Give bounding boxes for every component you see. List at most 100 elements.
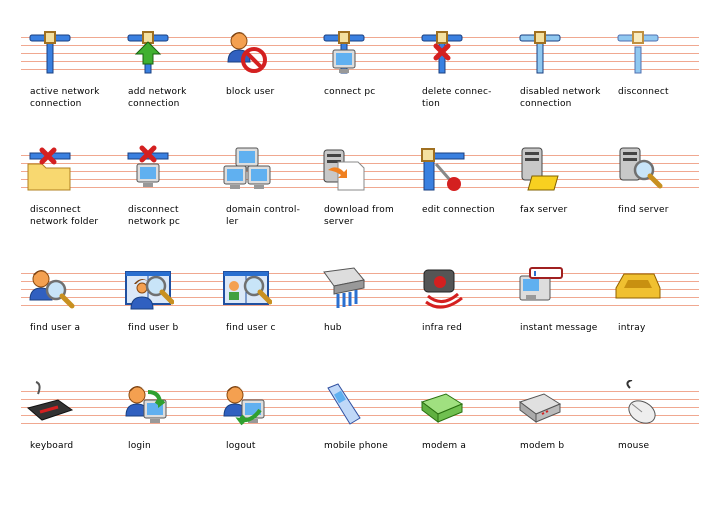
network-active-icon xyxy=(24,26,76,78)
icon-label-line: connection xyxy=(128,99,180,109)
icon-label-line: find user c xyxy=(226,323,276,333)
icon-tile[interactable]: mouse xyxy=(618,354,714,464)
icon-label: logout xyxy=(226,440,322,452)
icon-tile[interactable]: modem b xyxy=(518,354,616,464)
icon-label: domain control-ler xyxy=(226,204,322,228)
guide-line xyxy=(21,415,699,416)
icon-tile[interactable]: connect pc xyxy=(323,0,420,110)
guide-line xyxy=(21,45,699,46)
icon-tile[interactable]: active network connection xyxy=(29,0,126,110)
login-icon xyxy=(122,380,174,432)
icon-label: disconnect network pc xyxy=(128,204,224,228)
icon-tile[interactable]: domain control-ler xyxy=(223,118,322,228)
icon-label-line: disabled network xyxy=(520,87,601,97)
icon-tile[interactable]: fax server xyxy=(520,118,616,228)
icon-label-line: mobile phone xyxy=(324,441,388,451)
icon-label: mobile phone xyxy=(324,440,420,452)
icon-label: login xyxy=(128,440,224,452)
icon-tile[interactable]: hub xyxy=(323,236,420,346)
icon-label-line: instant message xyxy=(520,323,598,333)
edit-connection-icon xyxy=(416,144,468,196)
icon-tile[interactable]: intray xyxy=(615,236,714,346)
icon-tile[interactable]: edit connection xyxy=(421,118,518,228)
domain-controller-icon xyxy=(220,144,272,196)
icon-label: find user a xyxy=(30,322,126,334)
icon-label-line: modem b xyxy=(520,441,565,451)
icon-label: disconnect xyxy=(618,86,714,98)
icon-tile[interactable]: find user b xyxy=(125,236,224,346)
connect-pc-icon xyxy=(318,26,370,78)
guide-line xyxy=(21,61,699,62)
icon-label-line: active network xyxy=(30,87,100,97)
find-user-a-icon xyxy=(24,262,76,314)
modem-a-icon xyxy=(416,380,468,432)
icon-label-line: disconnect xyxy=(128,205,179,215)
icon-tile[interactable]: find user c xyxy=(223,236,322,346)
block-user-icon xyxy=(220,26,272,78)
icon-label-line: disconnect xyxy=(30,205,81,215)
guide-line xyxy=(21,423,699,424)
instant-message-icon xyxy=(514,262,566,314)
modem-b-icon xyxy=(514,380,566,432)
icon-tile[interactable]: delete connec-tion xyxy=(421,0,518,110)
icon-label-line: server xyxy=(324,217,354,227)
guide-line xyxy=(21,155,699,156)
icon-label-line: connect pc xyxy=(324,87,376,97)
icon-label-line: logout xyxy=(226,441,256,451)
icon-label: modem a xyxy=(422,440,518,452)
logout-icon xyxy=(220,380,272,432)
icon-label: delete connec-tion xyxy=(422,86,518,110)
icon-tile[interactable]: login xyxy=(125,354,224,464)
keyboard-icon xyxy=(24,380,76,432)
icon-tile[interactable]: infra red xyxy=(422,236,518,346)
icon-tile[interactable]: logout xyxy=(223,354,322,464)
icon-tile[interactable]: keyboard xyxy=(26,354,126,464)
guide-line xyxy=(21,289,699,290)
icon-label-line: modem a xyxy=(422,441,467,451)
guide-line xyxy=(21,399,699,400)
disconnect-icon xyxy=(612,26,664,78)
icon-label-line: login xyxy=(128,441,151,451)
download-server-icon xyxy=(318,144,370,196)
icon-label: hub xyxy=(324,322,420,334)
icon-label-line: hub xyxy=(324,323,342,333)
icon-tile[interactable]: block user xyxy=(226,0,322,110)
guide-line xyxy=(21,69,699,70)
icon-label-line: tion xyxy=(422,99,441,109)
icon-label: infra red xyxy=(422,322,518,334)
icon-label-line: add network xyxy=(128,87,187,97)
mobile-phone-icon xyxy=(318,380,370,432)
icon-tile[interactable]: find server xyxy=(618,118,714,228)
icon-label: add network connection xyxy=(128,86,224,110)
icon-tile[interactable]: mobile phone xyxy=(324,354,420,464)
icon-label-line: delete connec- xyxy=(422,87,492,97)
icon-label-line: network pc xyxy=(128,217,181,227)
icon-label: block user xyxy=(226,86,322,98)
guide-line xyxy=(21,297,699,298)
intray-icon xyxy=(612,262,664,314)
icon-label-line: mouse xyxy=(618,441,650,451)
icon-label: find user c xyxy=(226,322,322,334)
icon-label: modem b xyxy=(520,440,616,452)
icon-tile[interactable]: disconnect network pc xyxy=(127,118,224,228)
icon-label: keyboard xyxy=(30,440,126,452)
icon-tile[interactable]: modem a xyxy=(420,354,518,464)
icon-tile[interactable]: disconnect xyxy=(617,0,714,110)
find-user-b-icon xyxy=(122,262,175,314)
network-add-icon xyxy=(122,26,174,78)
icon-tile[interactable]: instant message xyxy=(519,236,616,346)
guide-line xyxy=(21,391,699,392)
icon-label-line: connection xyxy=(30,99,82,109)
icon-label: mouse xyxy=(618,440,714,452)
icon-label-line: find user b xyxy=(128,323,179,333)
disconnect-folder-icon xyxy=(24,144,76,196)
icon-tile[interactable]: add network connection xyxy=(127,0,224,110)
icon-tile[interactable]: find user a xyxy=(29,236,126,346)
icon-label-line: disconnect xyxy=(618,87,669,97)
